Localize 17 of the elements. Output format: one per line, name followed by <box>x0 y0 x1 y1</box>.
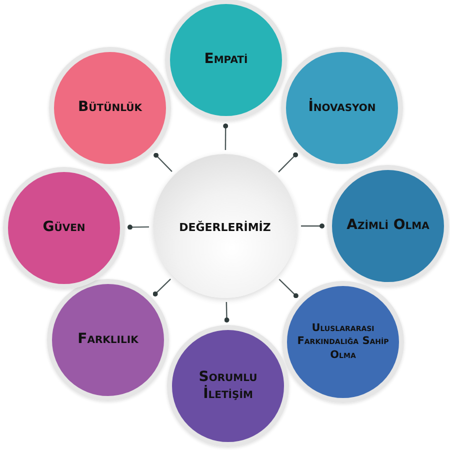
circle-label: Sorumlu İletişim <box>198 368 258 404</box>
connector-line <box>278 278 298 298</box>
connector-line <box>152 278 171 296</box>
circle-label: Empati <box>204 51 248 69</box>
connector-line <box>224 302 230 322</box>
connector-line <box>223 124 228 150</box>
connector-line <box>128 224 150 230</box>
connector-line <box>278 152 298 172</box>
circle-label: değerlerimiz <box>179 216 271 236</box>
circle-label: Güven <box>42 219 86 237</box>
circle-label: İnovasyon <box>308 99 376 117</box>
circle-label: Azimli Olma <box>346 217 430 235</box>
circle-label: Farklılık <box>78 331 138 349</box>
circle-label: Uluslararası Farkındalığa Sahip Olma <box>296 322 390 362</box>
circle-label: Bütünlük <box>78 99 142 117</box>
connector-line <box>301 224 324 228</box>
connector-line <box>154 152 172 172</box>
